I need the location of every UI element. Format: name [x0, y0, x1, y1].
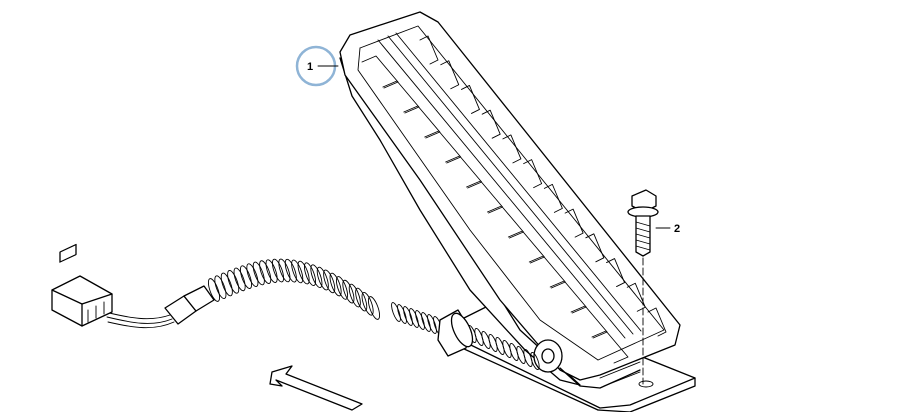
coiled-cable-icon	[104, 258, 540, 370]
callout-label-1: 1	[307, 61, 313, 73]
connector-plug-icon	[51, 243, 113, 327]
flange-bolt-icon	[627, 189, 659, 385]
accelerator-pedal-icon	[339, 11, 681, 389]
callout-label-2: 2	[674, 223, 680, 235]
direction-arrow-icon	[269, 365, 363, 411]
callout-1: 1	[295, 45, 339, 87]
callout-2: 2	[655, 223, 680, 235]
